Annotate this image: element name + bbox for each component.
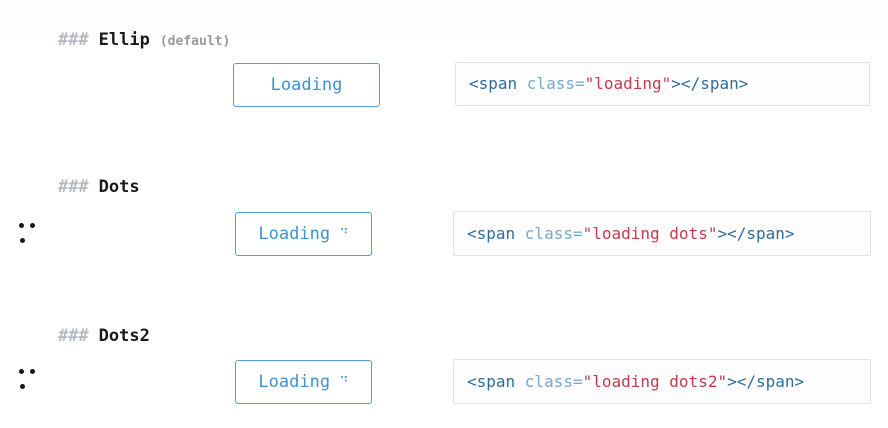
loading-button-label: Loading	[258, 372, 331, 392]
markdown-hashes: ###	[57, 177, 89, 197]
spinner-dot	[19, 369, 24, 374]
code-tag-close: ></span>	[727, 371, 805, 391]
spinner-dot	[19, 223, 24, 228]
background-texture	[0, 2, 888, 38]
dots-spinner-icon	[18, 223, 44, 245]
markdown-hashes: ###	[57, 30, 89, 50]
code-attr-name: class=	[524, 223, 583, 243]
code-attr-name: class=	[526, 74, 585, 93]
section-heading-dots: ### Dots	[17, 157, 140, 197]
dots2-spinner-icon	[18, 369, 44, 391]
code-attr-value: "loading dots2"	[582, 371, 728, 391]
code-snippet-dots2: <span class="loading dots2"></span>	[453, 359, 871, 404]
code-snippet-ellip: <span class="loading"></span>	[455, 62, 870, 106]
loading-button-dots[interactable]: Loading ⠙	[235, 212, 372, 256]
ellip-spinner-icon	[18, 75, 44, 97]
code-tag-open: <span	[467, 371, 525, 391]
spinner-dot	[30, 223, 35, 228]
heading-default-label: (default)	[159, 34, 231, 49]
braille-spinner-icon: ⠙	[339, 226, 349, 242]
heading-title: Ellip	[98, 30, 150, 50]
code-tag-open: <span	[469, 74, 527, 93]
spinner-dot	[30, 369, 35, 374]
braille-spinner-icon: ⠙	[339, 374, 349, 390]
heading-title: Dots2	[98, 326, 150, 346]
code-attr-value: "loading dots"	[582, 223, 718, 243]
loading-button-ellip[interactable]: Loading	[233, 63, 380, 107]
section-heading-dots2: ### Dots2	[17, 306, 150, 346]
code-tag-close: ></span>	[671, 74, 749, 93]
section-heading-ellip: ### Ellip (default)	[17, 10, 230, 50]
code-attr-name: class=	[524, 371, 583, 391]
code-attr-value: "loading"	[584, 74, 672, 93]
loading-button-dots2[interactable]: Loading ⠙	[235, 360, 372, 404]
markdown-hashes: ###	[57, 326, 89, 346]
spinner-dot	[20, 238, 25, 243]
heading-title: Dots	[98, 177, 140, 197]
code-tag-close: ></span>	[717, 223, 795, 243]
code-snippet-dots: <span class="loading dots"></span>	[453, 211, 871, 256]
loading-button-label: Loading	[258, 224, 331, 244]
code-tag-open: <span	[467, 223, 525, 243]
loading-button-label: Loading	[270, 75, 343, 95]
spinner-dot	[20, 384, 25, 389]
